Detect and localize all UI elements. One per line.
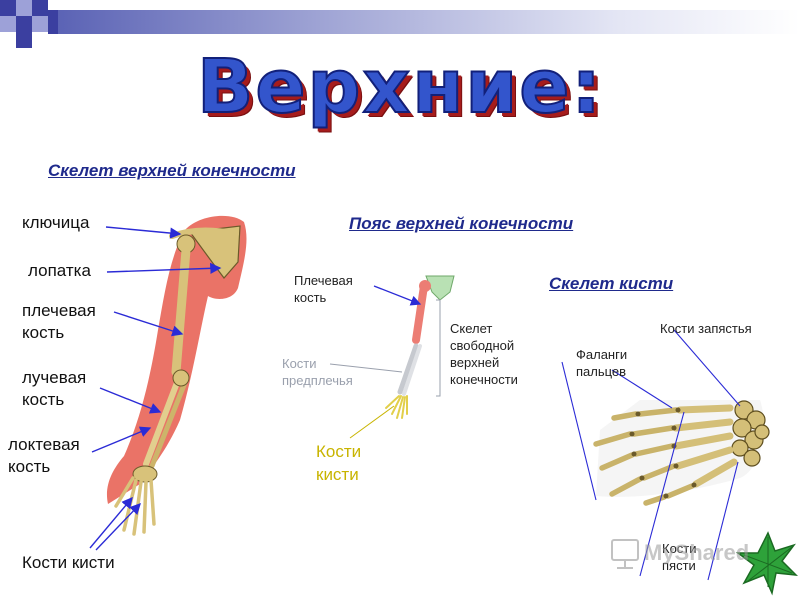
forearm-pointer-line [329, 363, 403, 373]
ulna-bone [149, 377, 189, 469]
girdle-illustration [385, 275, 455, 419]
scapula-bone [188, 225, 241, 279]
girdle-forearm-ulna [402, 344, 422, 396]
arm-pointer-arrows [89, 226, 222, 551]
label-carpal-bones: Кости запястья [660, 321, 752, 336]
presentation-screen-icon [611, 539, 639, 569]
label-hand-bones: Кости кисти [22, 553, 115, 572]
heading-hand-skeleton: Скелет кисти [549, 274, 674, 293]
header-square [32, 16, 48, 32]
hand-illustration [593, 400, 770, 506]
radius-bone [143, 377, 181, 467]
header-square [0, 0, 16, 16]
header-square [32, 0, 48, 16]
hand-pointer-line [349, 405, 395, 439]
joint-knobs [629, 407, 697, 499]
hand-pointer-lines [561, 329, 741, 581]
header-square [0, 16, 16, 32]
page-title: Верхние: [196, 43, 604, 131]
girdle-hand-bones [385, 395, 408, 419]
heading-upper-limb-skeleton: Скелет верхней конечности [48, 161, 296, 180]
label-clavicle: ключица [22, 213, 90, 232]
free-limb-bracket [436, 299, 441, 397]
leaf-logo-icon [735, 531, 799, 596]
girdle-forearm-radius [397, 343, 419, 395]
carpal-bones [731, 400, 770, 467]
elbow-joint [172, 369, 190, 387]
girdle-humerus [412, 282, 428, 344]
watermark-text: MyShared [644, 540, 750, 565]
girdle-scapula [425, 275, 455, 301]
metacarpal-bones [672, 404, 738, 488]
heading-shoulder-girdle: Пояс верхней конечности [349, 214, 574, 233]
girdle-humerus-head [419, 280, 431, 292]
arm-illustration [106, 215, 247, 536]
header-square [16, 16, 32, 32]
label-scapula: лопатка [28, 261, 91, 280]
header-square [16, 32, 32, 48]
humerus-bone [171, 245, 191, 377]
girdle-pointer-arrows [373, 285, 422, 306]
header-square [48, 10, 58, 34]
header-square [16, 0, 32, 16]
header-gradient-bar [58, 10, 800, 34]
